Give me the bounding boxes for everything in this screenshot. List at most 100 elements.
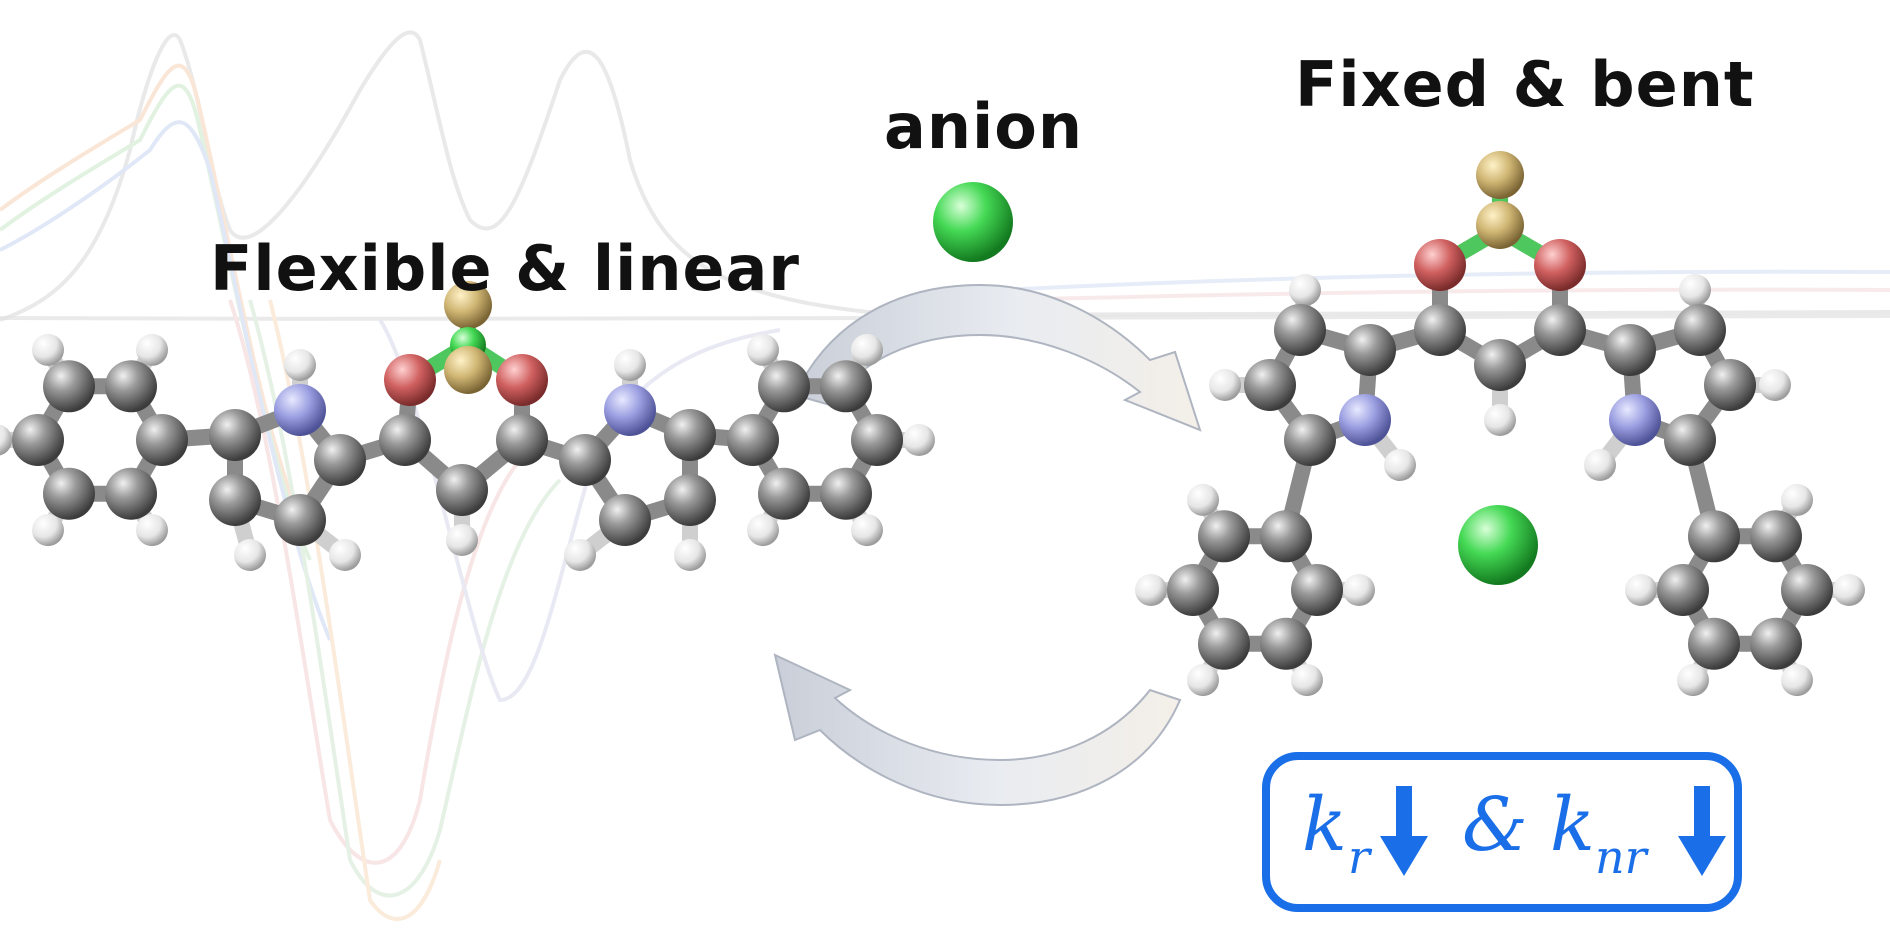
carbon-atom — [851, 414, 903, 466]
hydrogen-atom — [747, 514, 779, 547]
carbon-atom — [1688, 510, 1740, 563]
hydrogen-atom — [851, 333, 883, 366]
carbon-atom — [1674, 304, 1726, 356]
carbon-atom — [1344, 324, 1396, 376]
hydrogen-atom — [136, 514, 168, 547]
carbon-atom — [599, 494, 651, 546]
hydrogen-atom — [0, 424, 12, 456]
hydrogen-atom — [851, 514, 883, 547]
hydrogen-atom — [1677, 664, 1709, 697]
carbon-atom — [43, 360, 95, 413]
fluorine-atom — [444, 281, 492, 329]
oxygen-atom — [384, 354, 436, 406]
hydrogen-atom — [1187, 483, 1219, 516]
hydrogen-atom — [32, 333, 64, 366]
knr-symbol: k — [1550, 782, 1595, 868]
kr-symbol: k — [1302, 782, 1347, 868]
carbon-atom — [1664, 414, 1716, 466]
nitrogen-atom — [604, 384, 656, 436]
hydrogen-atom — [747, 333, 779, 366]
hydrogen-atom — [903, 424, 935, 456]
hydrogen-atom — [1759, 369, 1791, 401]
label-fixed-bent: Fixed & bent — [1295, 48, 1755, 121]
rate-constants-box: k r & k nr — [1262, 752, 1742, 912]
hydrogen-atom — [614, 349, 646, 381]
carbon-atom — [1657, 564, 1709, 616]
fluorine-atom — [1476, 201, 1524, 249]
carbon-atom — [379, 414, 431, 466]
carbon-atom — [105, 360, 157, 413]
hydrogen-atom — [1289, 274, 1321, 306]
molecule-atoms — [0, 151, 1865, 697]
hydrogen-atom — [1584, 449, 1616, 481]
carbon-atom — [209, 474, 261, 526]
oxygen-atom — [1414, 239, 1466, 291]
equilibrium-arrows — [773, 283, 1202, 807]
hydrogen-atom — [1625, 574, 1657, 606]
hydrogen-atom — [234, 539, 266, 571]
carbon-atom — [1291, 564, 1343, 616]
carbon-atom — [727, 414, 779, 466]
kr-subscript: r — [1348, 830, 1370, 884]
carbon-atom — [209, 409, 261, 461]
fluorine-atom — [1476, 151, 1524, 199]
carbon-atom — [1750, 617, 1802, 670]
anion-sphere — [933, 182, 1013, 262]
carbon-atom — [1198, 510, 1250, 563]
oxygen-atom — [1534, 239, 1586, 291]
arrow-top — [793, 283, 1202, 432]
fluorine-atom — [444, 346, 492, 394]
hydrogen-atom — [32, 514, 64, 547]
down-arrow-icon — [1380, 786, 1428, 876]
carbon-atom — [1244, 359, 1296, 411]
carbon-atom — [43, 467, 95, 520]
carbon-atom — [1750, 510, 1802, 563]
oxygen-atom — [496, 354, 548, 406]
carbon-atom — [1474, 339, 1526, 391]
hydrogen-atom — [1833, 574, 1865, 606]
carbon-atom — [496, 414, 548, 466]
carbon-atom — [1534, 304, 1586, 356]
hydrogen-atom — [136, 333, 168, 366]
hydrogen-atom — [1484, 404, 1516, 436]
carbon-atom — [1688, 617, 1740, 670]
carbon-atom — [664, 409, 716, 461]
hydrogen-atom — [1135, 574, 1167, 606]
down-arrow-icon — [1678, 786, 1726, 876]
ampersand: & — [1462, 782, 1528, 868]
carbon-atom — [1260, 510, 1312, 563]
carbon-atom — [12, 414, 64, 466]
carbon-atom — [1274, 304, 1326, 356]
arrow-bottom — [773, 653, 1182, 807]
label-flexible-linear: Flexible & linear — [210, 232, 800, 305]
knr-subscript: nr — [1595, 830, 1647, 884]
carbon-atom — [820, 360, 872, 413]
carbon-atom — [136, 414, 188, 466]
carbon-atom — [105, 467, 157, 520]
hydrogen-atom — [1679, 274, 1711, 306]
hydrogen-atom — [1384, 449, 1416, 481]
carbon-atom — [1198, 617, 1250, 670]
anion-sphere — [1458, 505, 1538, 585]
hydrogen-atom — [1343, 574, 1375, 606]
nitrogen-atom — [1339, 394, 1391, 446]
carbon-atom — [1704, 359, 1756, 411]
hydrogen-atom — [1187, 664, 1219, 697]
carbon-atom — [820, 467, 872, 520]
carbon-atom — [664, 474, 716, 526]
carbon-atom — [559, 434, 611, 486]
hydrogen-atom — [329, 539, 361, 571]
carbon-atom — [758, 467, 810, 520]
label-anion: anion — [884, 90, 1083, 163]
nitrogen-atom — [1609, 394, 1661, 446]
carbon-atom — [1284, 414, 1336, 466]
carbon-atom — [758, 360, 810, 413]
hydrogen-atom — [1291, 664, 1323, 697]
nitrogen-atom — [274, 384, 326, 436]
hydrogen-atom — [1781, 483, 1813, 516]
carbon-atom — [314, 434, 366, 486]
carbon-atom — [436, 464, 488, 516]
hydrogen-atom — [1209, 369, 1241, 401]
hydrogen-atom — [564, 539, 596, 571]
